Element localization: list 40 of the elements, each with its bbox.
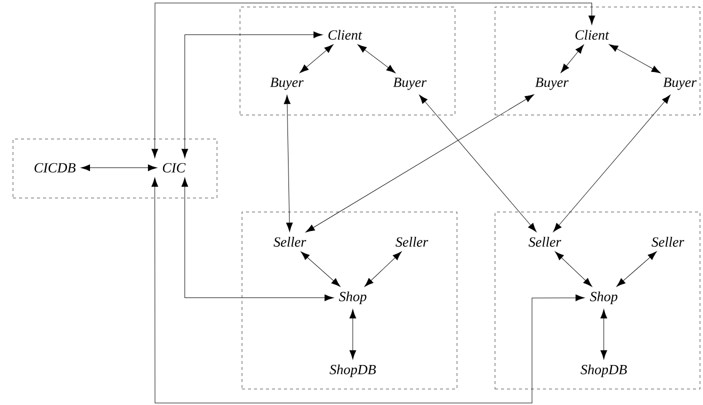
arrow	[300, 251, 340, 287]
node-label: Buyer	[270, 78, 304, 90]
arrow	[554, 251, 592, 287]
node-label: Seller	[652, 236, 684, 247]
node-label: ShopDB	[330, 364, 376, 378]
arrow	[364, 251, 402, 287]
arrow	[80, 164, 158, 172]
node-label: Buyer	[535, 78, 569, 90]
arrow	[349, 309, 356, 360]
arrow	[553, 94, 671, 232]
dashed-group-box	[240, 6, 456, 116]
node-label: Seller	[274, 236, 306, 247]
dashed-group-box	[494, 6, 700, 116]
arrow	[616, 251, 657, 287]
arrow	[560, 44, 584, 73]
node-label: Shop	[590, 291, 618, 304]
arrow	[419, 94, 537, 232]
arrow	[181, 178, 334, 302]
dashed-group-box	[242, 212, 458, 390]
node-label: Seller	[396, 236, 428, 247]
node-label: Seller	[528, 236, 562, 247]
arrow	[300, 44, 334, 74]
node-label: ShopDB	[580, 364, 627, 378]
arrow	[284, 94, 293, 232]
node-label: Client	[575, 30, 610, 40]
arrow	[358, 44, 396, 74]
arrow	[151, 178, 585, 404]
node-label: CICDB	[34, 163, 76, 172]
arrow	[608, 44, 661, 74]
arrow	[600, 309, 608, 360]
dashed-group-box	[494, 212, 700, 390]
node-label: Shop	[338, 291, 366, 304]
node-label: Buyer	[663, 78, 697, 90]
node-label: Buyer	[393, 78, 427, 90]
arrow	[306, 94, 534, 232]
node-label: CIC	[162, 163, 186, 172]
node-label: Client	[328, 30, 362, 40]
arrow	[152, 2, 596, 158]
dashed-group-box	[12, 138, 218, 198]
arrow	[181, 31, 323, 158]
